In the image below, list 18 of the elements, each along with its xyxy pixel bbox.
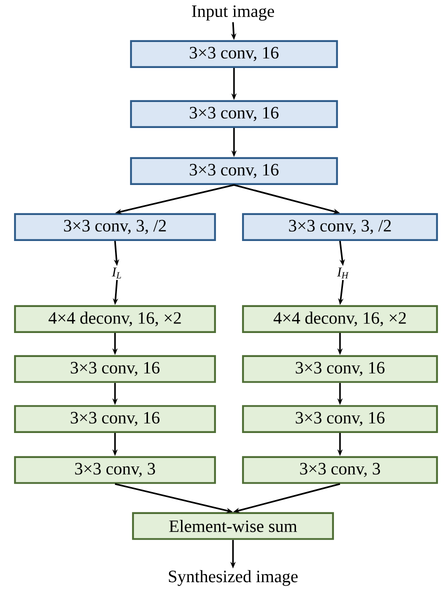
layer-box: 3×3 conv, 16 — [242, 405, 438, 433]
layer-box: 3×3 conv, 16 — [130, 40, 338, 68]
layer-box: 3×3 conv, 16 — [130, 100, 338, 128]
layer-box: 3×3 conv, 3, /2 — [242, 213, 438, 241]
layer-box: 4×4 deconv, 16, ×2 — [14, 305, 216, 333]
layer-box: 3×3 conv, 3, /2 — [14, 213, 216, 241]
layer-box: 3×3 conv, 16 — [242, 355, 438, 383]
io-label: Input image — [192, 5, 274, 21]
signal-label: I$_{H}$ — [337, 268, 349, 278]
layer-box: 3×3 conv, 16 — [14, 405, 216, 433]
io-label: Synthesized image — [168, 570, 298, 586]
layer-box: Element-wise sum — [132, 512, 334, 540]
layer-box: 3×3 conv, 3 — [14, 456, 216, 484]
layer-box: 4×4 deconv, 16, ×2 — [242, 305, 438, 333]
signal-label: I$_{L}$ — [112, 268, 122, 278]
layer-box: 3×3 conv, 3 — [242, 456, 438, 484]
layer-box: 3×3 conv, 16 — [130, 157, 338, 185]
layer-box: 3×3 conv, 16 — [14, 355, 216, 383]
